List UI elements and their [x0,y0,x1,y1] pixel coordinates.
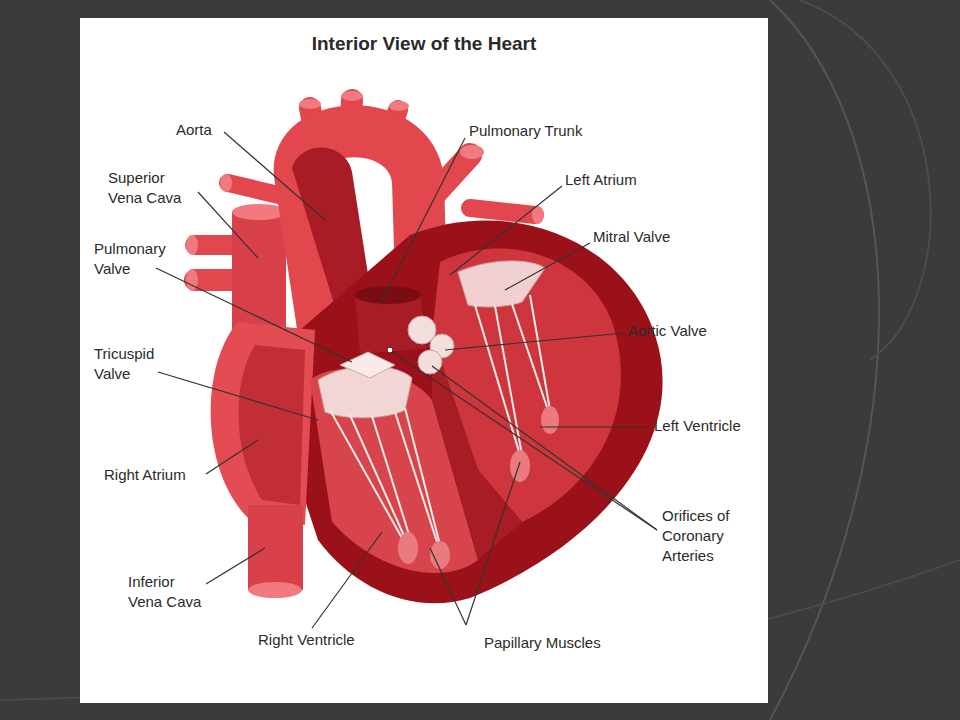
papillary-muscles [510,450,530,482]
part-label: Aorta [176,120,296,140]
inferior-vena-cava [248,582,302,598]
great-vessels [220,174,232,192]
leader-lines [206,548,265,584]
papillary-muscles [541,406,559,434]
part-label: Left Atrium [565,170,675,190]
background-decoration [770,0,879,720]
leader-lines [380,138,465,305]
superior-vena-cava [232,204,286,220]
chordae [372,416,410,538]
great-vessels [341,91,363,101]
heart-wall [211,322,315,525]
leader-lines [540,426,650,427]
part-label: Pulmonary Trunk [469,121,609,141]
chordae [495,306,522,455]
leader-lines [505,243,590,290]
inferior-vena-cava [248,505,303,590]
heart-wall [211,220,663,603]
leader-lines [392,352,657,530]
chordae [395,412,438,545]
great-vessels [470,208,535,215]
leader-lines [432,366,657,530]
chordae [475,305,520,455]
part-label: Left Ventricle [654,416,764,436]
part-label: Aortic Valve [628,321,738,341]
heart-wall [295,220,663,603]
leader-lines [224,132,325,220]
chordae [405,408,440,545]
leader-lines [430,548,466,625]
inferior-vena-cava [248,505,303,598]
papillary-muscles [398,532,418,564]
leader-lines [156,268,352,362]
part-label: Papillary Muscles [484,633,634,653]
heart-wall [239,345,305,505]
leader-lines [445,333,624,350]
superior-vena-cava [232,204,286,342]
chordae [530,295,550,410]
leader-lines [466,462,520,625]
part-label: Right Ventricle [258,630,388,650]
leader-lines [158,372,318,420]
chordae [330,410,402,538]
part-label: Pulmonary Valve [94,239,174,279]
ventricle-interiors [432,335,522,560]
leader-lines [450,186,562,275]
leader-lines [206,440,258,474]
great-vessels [186,235,198,255]
leader-lines [198,192,258,258]
part-label: Mitral Valve [593,227,703,247]
part-label: Superior Vena Cava [108,168,193,208]
part-label: Right Atrium [104,465,214,485]
chordae [330,295,550,545]
great-vessels [389,101,409,111]
valves [340,352,395,378]
leader-lines [312,532,382,628]
ventricle-interiors [310,249,621,574]
part-label: Inferior Vena Cava [128,572,208,612]
great-vessels [299,99,321,109]
leader-lines [156,132,657,628]
background-decoration [800,0,931,360]
chordae [512,304,548,410]
background-decoration [80,18,768,703]
great-vessels [460,145,484,159]
valves [458,261,545,307]
diagram-title: Interior View of the Heart [80,33,768,55]
papillary-muscles [398,406,559,569]
part-label: Tricuspid Valve [94,344,174,384]
part-label: Orifices of Coronary Arteries [662,506,757,566]
